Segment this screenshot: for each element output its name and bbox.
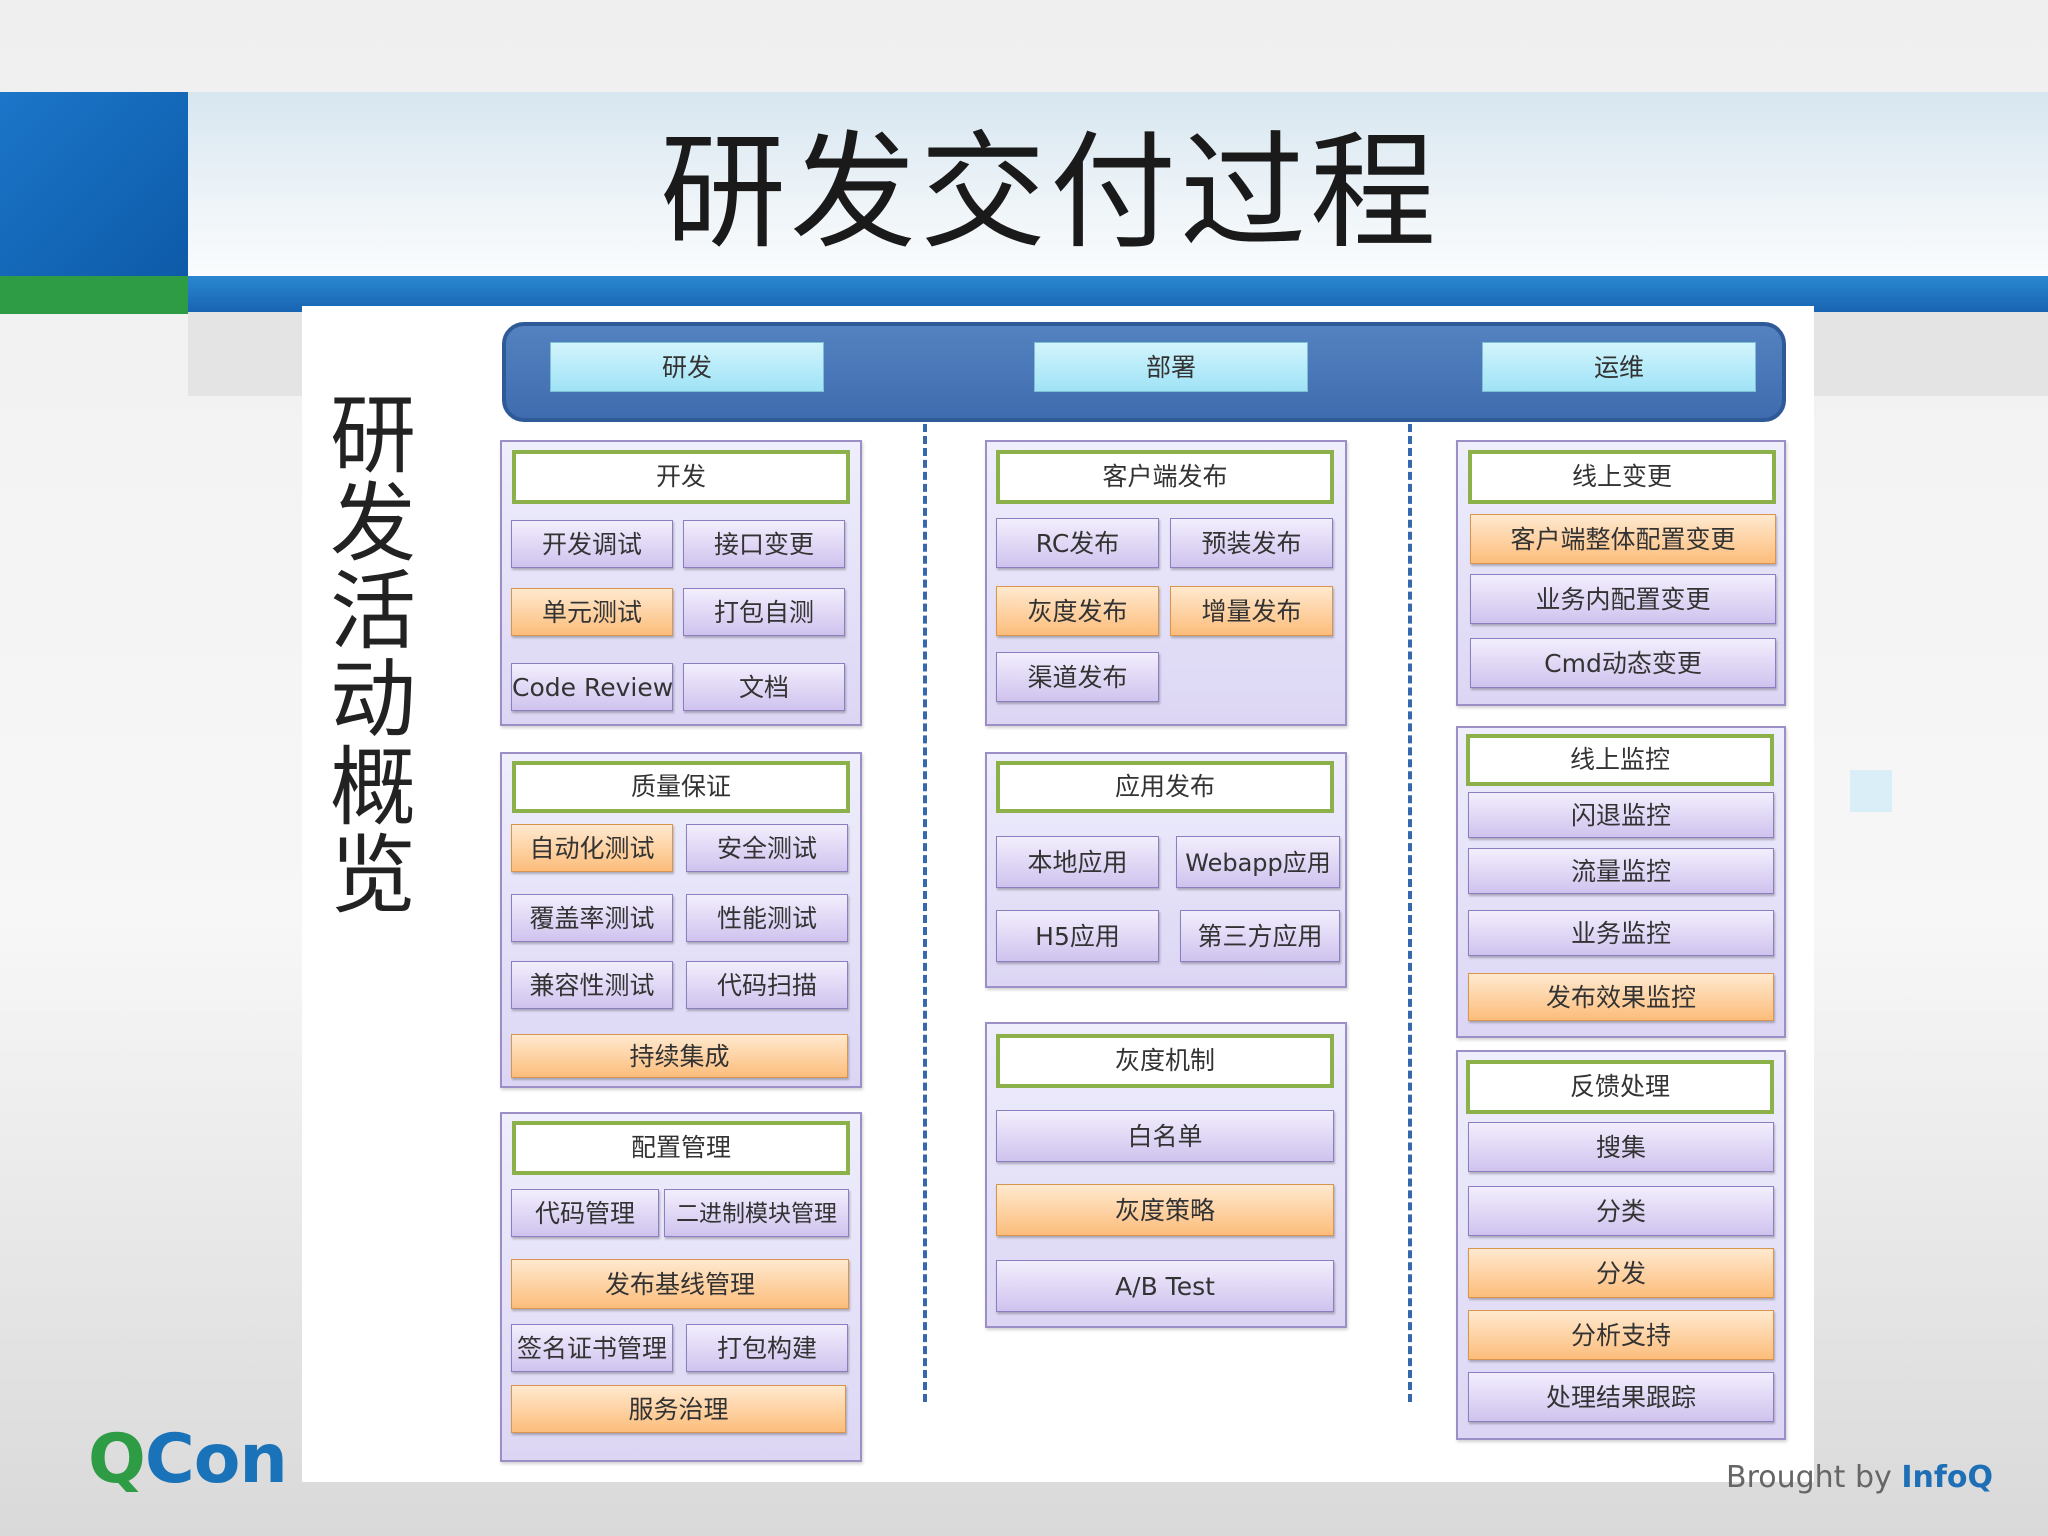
item-fankui-2: 分发 (1468, 1248, 1774, 1298)
brought-by-text: Brought by (1726, 1460, 1892, 1495)
item-zhiliang-2: 覆盖率测试 (511, 894, 673, 942)
item-kaifa-1: 接口变更 (683, 520, 845, 568)
item-kehuduan-4: 渠道发布 (996, 652, 1159, 702)
item-xianshang-2: Cmd动态变更 (1470, 638, 1776, 688)
group-header-huidu: 灰度机制 (996, 1034, 1334, 1088)
item-kehuduan-2: 灰度发布 (996, 586, 1159, 636)
group-header-xianshang: 线上变更 (1468, 450, 1776, 504)
item-zhiliang-4: 兼容性测试 (511, 961, 673, 1009)
item-peizhi-5: 服务治理 (511, 1385, 846, 1433)
item-kehuduan-0: RC发布 (996, 518, 1159, 568)
group-header-kehuduan: 客户端发布 (996, 450, 1334, 504)
item-kehuduan-3: 增量发布 (1170, 586, 1333, 636)
item-kaifa-4: Code Review (511, 663, 673, 711)
item-yingyong-0: 本地应用 (996, 836, 1159, 888)
corner-blue-block (0, 92, 188, 276)
item-jiankong-2: 业务监控 (1468, 910, 1774, 956)
corner-green-block (0, 276, 188, 314)
item-huidu-2: A/B Test (996, 1260, 1334, 1312)
item-fankui-0: 搜集 (1468, 1122, 1774, 1172)
phase-dev: 研发 (550, 342, 824, 392)
item-jiankong-0: 闪退监控 (1468, 792, 1774, 838)
qcon-logo: QCon (88, 1420, 288, 1499)
item-fankui-1: 分类 (1468, 1186, 1774, 1236)
item-zhiliang-1: 安全测试 (686, 824, 848, 872)
item-yingyong-1: Webapp应用 (1176, 836, 1340, 888)
item-peizhi-4: 打包构建 (686, 1324, 848, 1372)
vertical-title: 研发活动概览 (330, 386, 416, 926)
item-fankui-3: 分析支持 (1468, 1310, 1774, 1360)
item-huidu-0: 白名单 (996, 1110, 1334, 1162)
phase-ops: 运维 (1482, 342, 1756, 392)
group-header-fankui: 反馈处理 (1466, 1060, 1774, 1114)
item-zhiliang-0: 自动化测试 (511, 824, 673, 872)
group-header-zhiliang: 质量保证 (512, 761, 850, 813)
item-peizhi-3: 签名证书管理 (511, 1324, 673, 1372)
title-band (0, 92, 2048, 277)
divider-dashed-left (923, 424, 927, 1402)
group-header-jiankong: 线上监控 (1466, 734, 1774, 786)
item-xianshang-0: 客户端整体配置变更 (1470, 514, 1776, 564)
item-yingyong-3: 第三方应用 (1180, 910, 1340, 962)
slide-title: 研发交付过程 (660, 119, 1440, 266)
item-peizhi-0: 代码管理 (511, 1189, 659, 1237)
group-header-kaifa: 开发 (512, 450, 850, 504)
item-yingyong-2: H5应用 (996, 910, 1159, 962)
item-fankui-4: 处理结果跟踪 (1468, 1372, 1774, 1422)
group-header-peizhi: 配置管理 (512, 1121, 850, 1175)
item-kaifa-2: 单元测试 (511, 588, 673, 636)
decorative-square (1850, 770, 1892, 812)
brought-by-infoq: Brought by InfoQ (1726, 1458, 1993, 1498)
item-kaifa-3: 打包自测 (683, 588, 845, 636)
item-xianshang-1: 业务内配置变更 (1470, 574, 1776, 624)
item-kehuduan-1: 预装发布 (1170, 518, 1333, 568)
item-zhiliang-5: 代码扫描 (686, 961, 848, 1009)
infoq-brand: InfoQ (1901, 1460, 1994, 1495)
group-header-yingyong: 应用发布 (996, 761, 1334, 813)
item-kaifa-0: 开发调试 (511, 520, 673, 568)
item-jiankong-3: 发布效果监控 (1468, 973, 1774, 1021)
item-kaifa-5: 文档 (683, 663, 845, 711)
phase-deploy: 部署 (1034, 342, 1308, 392)
divider-dashed-right (1408, 424, 1412, 1402)
item-peizhi-1: 二进制模块管理 (664, 1189, 849, 1237)
item-huidu-1: 灰度策略 (996, 1184, 1334, 1236)
item-zhiliang-6: 持续集成 (511, 1034, 848, 1078)
item-peizhi-2: 发布基线管理 (511, 1259, 849, 1309)
item-jiankong-1: 流量监控 (1468, 848, 1774, 894)
item-zhiliang-3: 性能测试 (686, 894, 848, 942)
